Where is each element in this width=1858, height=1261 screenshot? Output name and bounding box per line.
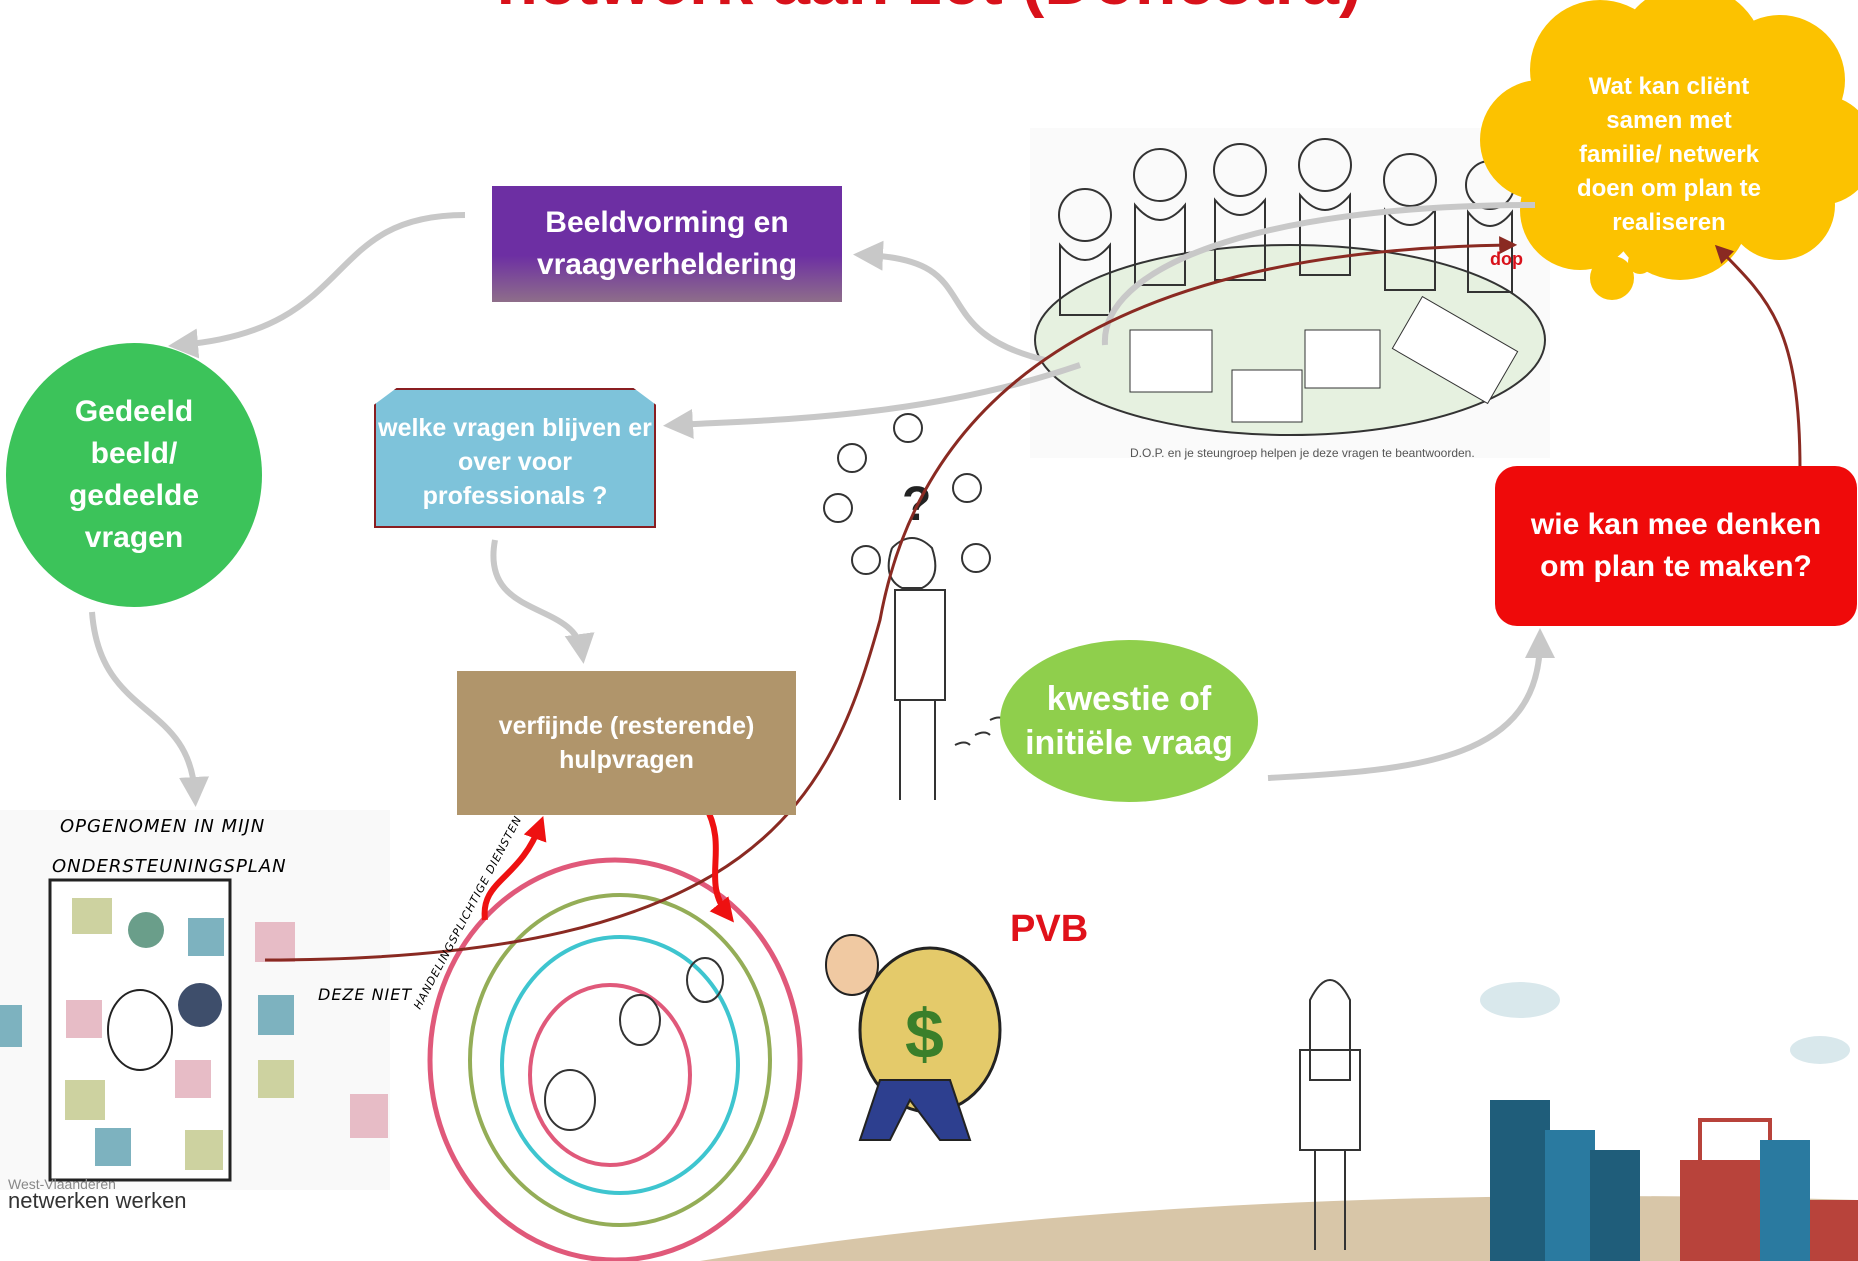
circle-sketch-text: HANDELINGSPLICHTIGE DIENSTEN [411, 814, 524, 1012]
svg-text:$: $ [905, 995, 944, 1073]
arrow-beeldvorming-to-gedeeld [168, 212, 466, 359]
node-wie-kan-label: wie kan mee denken om plan te maken? [1530, 508, 1822, 583]
arrow-grey-to-cloud [1101, 202, 1536, 346]
arrow-welke-to-verfijnde [490, 539, 595, 664]
darkred-arrows [264, 236, 1802, 962]
plan-sketch-line1: OPGENOMEN IN MIJN [60, 816, 265, 837]
node-gedeeld-beeld: Gedeeld beeld/ gedeelde vragen [6, 343, 262, 607]
node-wat-kan-client: Wat kan cliënt samen met familie/ netwer… [1480, 20, 1858, 290]
group-table-photo [1030, 128, 1550, 458]
node-welke-vragen-label: welke vragen blijven er over voor profes… [378, 414, 652, 510]
confused-person-sketch [823, 413, 1006, 800]
node-beeldvorming-label: Beeldvorming en vraagverheldering [536, 206, 798, 281]
node-kwestie: kwestie of initiële vraag [1000, 640, 1258, 802]
support-plan-sketch [0, 810, 390, 1190]
plan-sketch-line2: ONDERSTEUNINGSPLAN [52, 856, 287, 877]
dop-logo: dop [1490, 249, 1523, 269]
yellow-cloud-shape [1480, 0, 1858, 300]
node-verfijnde-hulpvragen: verfijnde (resterende) hulpvragen [457, 671, 796, 815]
node-welke-vragen: welke vragen blijven er over voor profes… [374, 388, 656, 528]
logo-region: West-Vlaanderen [8, 1176, 116, 1192]
arrow-verfijnde-to-circles [702, 803, 734, 923]
node-gedeeld-label: Gedeeld beeld/ gedeelde vragen [68, 395, 200, 554]
page-title: netwerk aan zet (Donestra) [0, 0, 1858, 20]
photo-caption: D.O.P. en je steungroep helpen je deze v… [1130, 446, 1475, 460]
pvb-label: PVB [1010, 908, 1089, 950]
money-bag-illustration: $ [825, 934, 1002, 1141]
red-arrows [481, 803, 734, 923]
arrow-photo-to-beeldvorming [853, 240, 1046, 363]
arrow-kwestie-to-wie-kan [1267, 628, 1555, 781]
arrow-plan-to-cloud [264, 236, 1518, 962]
arrow-photo-to-welke-vragen [663, 362, 1081, 439]
logo-text: netwerken werken [8, 1188, 187, 1213]
node-wie-kan-mee-denken: wie kan mee denken om plan te maken? [1495, 466, 1857, 626]
node-kwestie-label: kwestie of initiële vraag [1025, 680, 1233, 762]
node-wat-kan-label: Wat kan cliënt samen met familie/ netwer… [1576, 73, 1761, 236]
arrow-gedeeld-to-plan [89, 611, 210, 807]
network-circles-sketch [427, 857, 803, 1261]
grey-arrows [89, 202, 1555, 807]
node-verfijnde-label: verfijnde (resterende) hulpvragen [498, 712, 755, 774]
node-beeldvorming: Beeldvorming en vraagverheldering [492, 186, 842, 302]
deze-niet-label: DEZE NIET [318, 985, 412, 1004]
arrow-wie-kan-to-cloud [1714, 244, 1802, 471]
hiker-and-town [700, 979, 1858, 1261]
arrow-circles-to-verfijnde [481, 815, 547, 921]
